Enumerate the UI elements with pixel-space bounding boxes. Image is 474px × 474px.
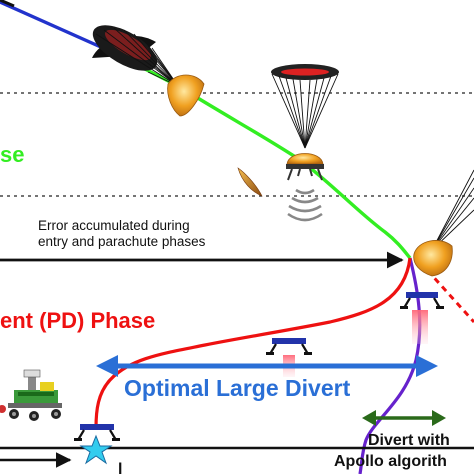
target-lander-icon — [74, 424, 120, 441]
trajectory-black-segment — [0, 0, 15, 8]
parachute-trajectory — [111, 50, 412, 260]
error-note-line2: entry and parachute phases — [38, 234, 206, 249]
parachute-lines-right-icon — [431, 169, 474, 251]
error-note-line1: Error accumulated during — [38, 218, 190, 233]
apollo-algorithm-label: Apollo algorith — [334, 453, 447, 470]
bottom-fragment-label: l — [118, 461, 122, 474]
lander-pd-icon — [266, 338, 312, 355]
entry-trajectory — [0, 0, 113, 54]
radar-waves-icon — [287, 188, 323, 222]
lander-icon — [400, 292, 444, 309]
parachute-canopy-open-icon — [271, 64, 339, 149]
apollo-trajectory — [358, 257, 422, 474]
optimal-divert-label: Optimal Large Divert — [124, 375, 351, 401]
parachute-canopy-large-icon — [92, 25, 179, 87]
rover-icon — [0, 369, 62, 421]
optimal-divert-arrow — [96, 355, 438, 377]
descent-lander-icon — [286, 153, 324, 181]
pd-phase-label: ent (PD) Phase — [0, 308, 155, 333]
target-star-icon — [79, 434, 113, 465]
heat-shield-icon — [237, 167, 263, 197]
divert-with-label: Divert with — [368, 432, 450, 449]
aeroshell-icon — [167, 74, 205, 117]
parachute-phase-label: se — [0, 142, 24, 167]
pd-optimal-trajectory — [94, 257, 412, 429]
apollo-divert-arrow — [362, 410, 446, 426]
engine-plume-right — [412, 310, 428, 344]
aeroshell-divert-icon — [413, 240, 453, 277]
